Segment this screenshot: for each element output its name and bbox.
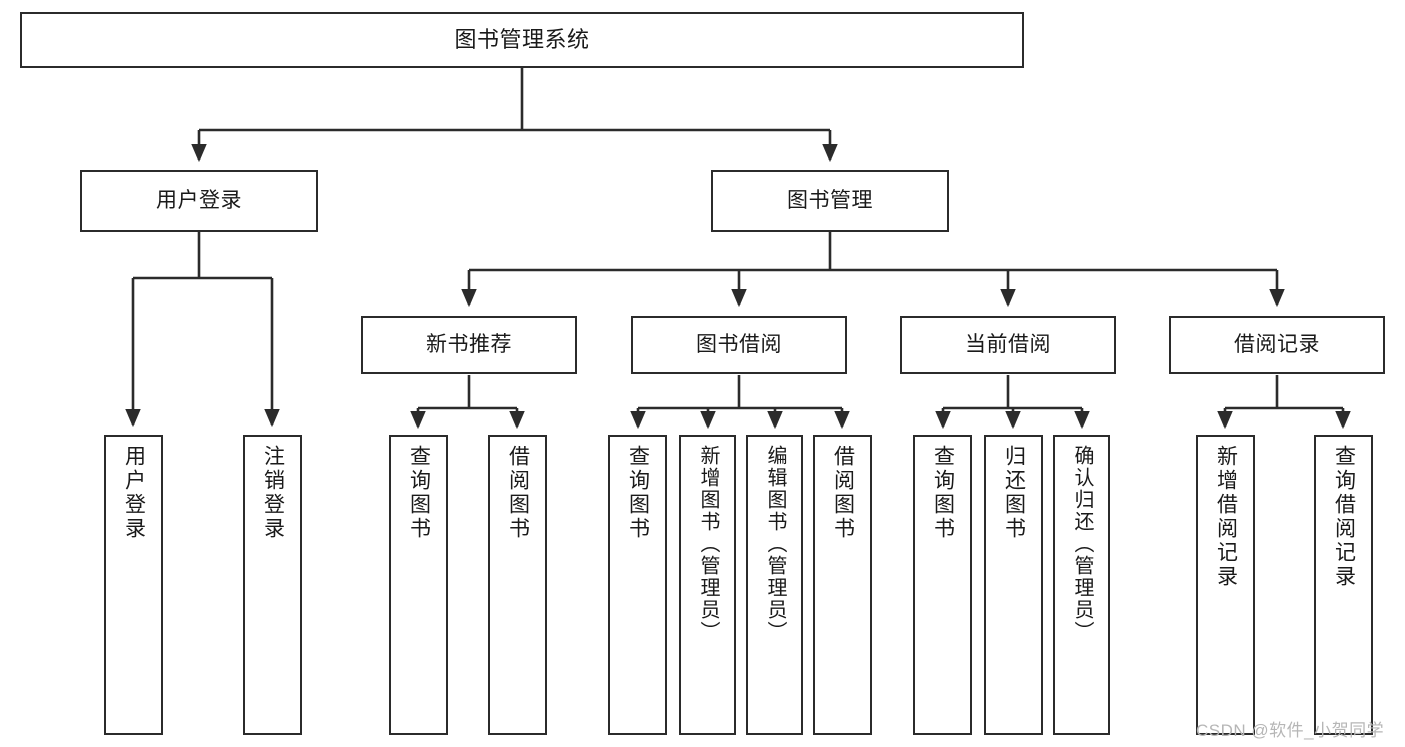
node-leaf-return-book-label: 归还图书 bbox=[1002, 445, 1026, 541]
node-user-login[interactable]: 用户登录 bbox=[80, 170, 318, 232]
node-leaf-add-record-label: 新增借阅记录 bbox=[1214, 445, 1238, 589]
node-user-login-label: 用户登录 bbox=[156, 188, 242, 212]
node-leaf-query-record[interactable]: 查询借阅记录 bbox=[1314, 435, 1373, 735]
node-leaf-borrow-book-2[interactable]: 借阅图书 bbox=[813, 435, 872, 735]
node-book-manage-label: 图书管理 bbox=[787, 188, 873, 212]
node-leaf-confirm-return[interactable]: 确认归还（管理员） bbox=[1053, 435, 1110, 735]
node-new-book-rec[interactable]: 新书推荐 bbox=[361, 316, 577, 374]
node-leaf-add-record[interactable]: 新增借阅记录 bbox=[1196, 435, 1255, 735]
node-root[interactable]: 图书管理系统 bbox=[20, 12, 1024, 68]
node-book-borrow-label: 图书借阅 bbox=[696, 332, 782, 356]
node-leaf-query-book-2-label: 查询图书 bbox=[626, 445, 650, 541]
node-leaf-add-book[interactable]: 新增图书（管理员） bbox=[679, 435, 736, 735]
node-leaf-query-book-2[interactable]: 查询图书 bbox=[608, 435, 667, 735]
node-current-borrow-label: 当前借阅 bbox=[965, 332, 1051, 356]
node-leaf-return-book[interactable]: 归还图书 bbox=[984, 435, 1043, 735]
node-leaf-edit-book-label: 编辑图书（管理员） bbox=[764, 445, 786, 643]
node-new-book-rec-label: 新书推荐 bbox=[426, 332, 512, 356]
node-leaf-query-book-3[interactable]: 查询图书 bbox=[913, 435, 972, 735]
node-leaf-borrow-book-1-label: 借阅图书 bbox=[506, 445, 530, 541]
node-leaf-borrow-book-2-label: 借阅图书 bbox=[831, 445, 855, 541]
node-leaf-borrow-book-1[interactable]: 借阅图书 bbox=[488, 435, 547, 735]
node-leaf-confirm-return-label: 确认归还（管理员） bbox=[1071, 445, 1093, 643]
node-leaf-logout-label: 注销登录 bbox=[261, 445, 285, 541]
node-leaf-user-login[interactable]: 用户登录 bbox=[104, 435, 163, 735]
node-leaf-user-login-label: 用户登录 bbox=[122, 445, 146, 541]
node-borrow-record[interactable]: 借阅记录 bbox=[1169, 316, 1385, 374]
node-leaf-logout[interactable]: 注销登录 bbox=[243, 435, 302, 735]
node-leaf-edit-book[interactable]: 编辑图书（管理员） bbox=[746, 435, 803, 735]
node-book-manage[interactable]: 图书管理 bbox=[711, 170, 949, 232]
node-book-borrow[interactable]: 图书借阅 bbox=[631, 316, 847, 374]
node-leaf-query-book-1[interactable]: 查询图书 bbox=[389, 435, 448, 735]
node-leaf-add-book-label: 新增图书（管理员） bbox=[697, 445, 719, 643]
node-leaf-query-record-label: 查询借阅记录 bbox=[1332, 445, 1356, 589]
node-borrow-record-label: 借阅记录 bbox=[1234, 332, 1320, 356]
node-current-borrow[interactable]: 当前借阅 bbox=[900, 316, 1116, 374]
node-leaf-query-book-1-label: 查询图书 bbox=[407, 445, 431, 541]
node-leaf-query-book-3-label: 查询图书 bbox=[931, 445, 955, 541]
node-root-label: 图书管理系统 bbox=[454, 27, 590, 53]
